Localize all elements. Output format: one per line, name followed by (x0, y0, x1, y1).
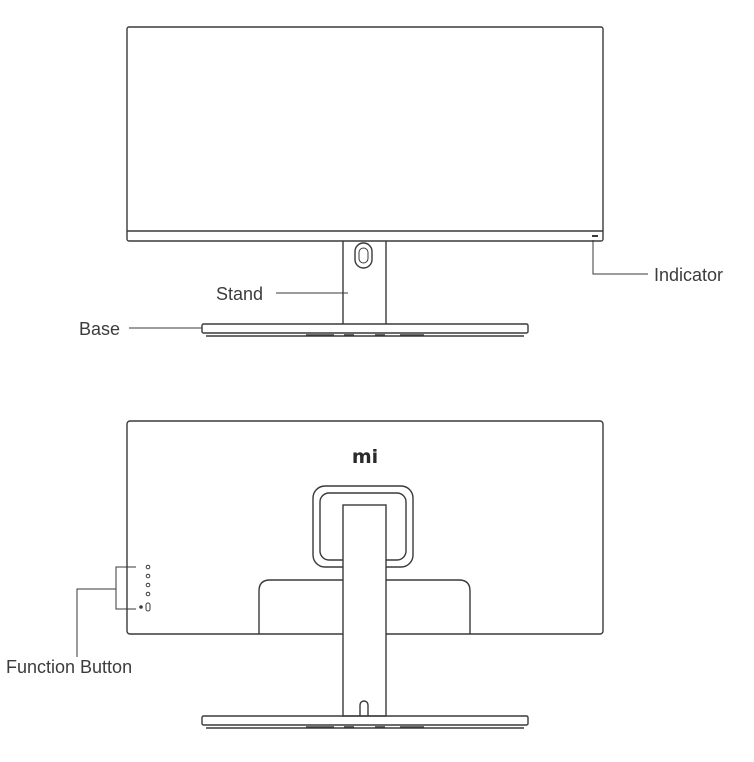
function-button-leader-line (76, 588, 116, 657)
function-button-label: Function Button (6, 657, 132, 677)
power-led (139, 605, 143, 609)
cable-hole (359, 700, 369, 716)
function-button-bracket (115, 566, 136, 610)
back-view: mi (6, 420, 604, 729)
function-buttons (139, 564, 151, 612)
mi-logo: mi (352, 446, 378, 468)
back-base (201, 715, 529, 729)
back-stand (342, 504, 387, 717)
front-base (201, 323, 529, 337)
indicator-label: Indicator (654, 265, 723, 285)
front-view: Indicator Stand Base (79, 26, 723, 339)
base-label: Base (79, 319, 120, 339)
stand-label: Stand (216, 284, 263, 304)
back-stand-column (342, 504, 387, 717)
power-button (145, 602, 151, 612)
indicator-leader-line (592, 240, 648, 275)
front-stand (342, 241, 387, 324)
cable-slot (354, 242, 373, 269)
front-monitor-frame (126, 26, 604, 242)
